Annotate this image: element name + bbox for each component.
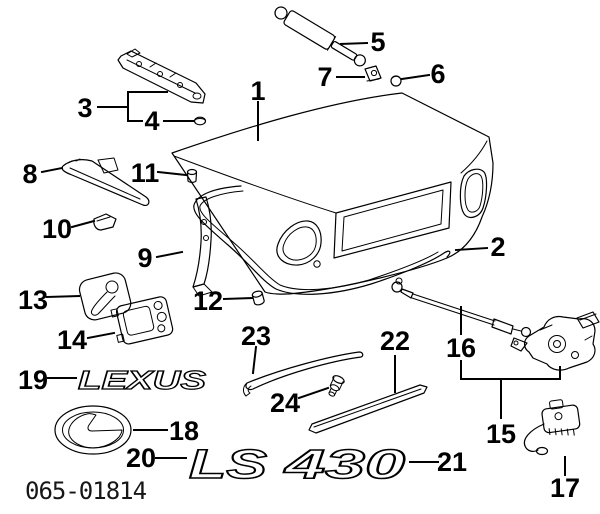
callout-7: 7: [317, 62, 332, 92]
callout-10: 10: [42, 214, 72, 244]
part-3-hinge-bracket: [117, 48, 206, 104]
part-14-lock-housing: [110, 296, 174, 345]
callout-12: 12: [193, 286, 223, 316]
leader-24: [297, 386, 330, 400]
part-10-clip: [93, 213, 117, 231]
callout-20: 20: [126, 443, 156, 473]
part-2-weatherstrip: [193, 185, 451, 295]
part-1-trunk-lid: [171, 92, 494, 295]
callout-22: 22: [380, 326, 410, 356]
leader-13: [45, 294, 81, 299]
part-24-clip: [328, 375, 345, 397]
part-12-grommet: [251, 290, 265, 306]
leader-3: [97, 91, 168, 122]
part-4-bolt: [193, 116, 207, 126]
part-18-lexus-emblem: [54, 405, 132, 455]
callout-2: 2: [490, 232, 505, 262]
callout-18: 18: [169, 416, 199, 446]
callout-9: 9: [137, 243, 152, 273]
part-23-molding: [243, 351, 364, 397]
part-22-molding: [308, 384, 428, 434]
part-20-ls-badge: LS: [189, 441, 267, 487]
part-5-gas-strut: [274, 6, 366, 67]
part-17-switch-with-wire: [523, 399, 581, 456]
leader-2: [454, 246, 489, 252]
callout-6: 6: [430, 59, 445, 89]
part-13-gasket: [78, 272, 132, 321]
leader-14: [86, 331, 116, 340]
part-9-hinge-arm: [192, 196, 213, 297]
leader-9: [155, 250, 184, 259]
callout-15: 15: [486, 419, 516, 449]
callout-16: 16: [446, 333, 476, 363]
leader-12: [222, 296, 254, 301]
callout-8: 8: [22, 159, 37, 189]
callout-13: 13: [18, 285, 48, 315]
part-11-grommet: [186, 168, 198, 183]
part-7-clip: [364, 65, 382, 82]
callout-23: 23: [241, 321, 271, 351]
callout-4: 4: [144, 106, 159, 136]
part-19-lexus-wordmark: LEXUS: [78, 365, 207, 395]
part-8-hinge-arm: [61, 157, 150, 206]
callout-19: 19: [18, 365, 48, 395]
callout-1: 1: [250, 76, 265, 106]
part-16-release-cable: [391, 281, 532, 338]
diagram-code: 065-01814: [25, 477, 147, 505]
leader-5: [339, 41, 369, 46]
leader-6: [400, 73, 431, 81]
part-6-clip: [390, 75, 402, 87]
callout-5: 5: [370, 27, 385, 57]
callout-14: 14: [57, 325, 87, 355]
leader-8: [40, 166, 64, 174]
callout-21: 21: [437, 447, 467, 477]
leader-11: [156, 170, 188, 177]
callout-11: 11: [131, 158, 160, 188]
leader-23: [251, 345, 258, 375]
part-21-430-badge: 430: [283, 441, 405, 487]
part-15-latch-assembly: [510, 311, 600, 371]
leader-10: [70, 219, 96, 229]
leader-15: [460, 366, 561, 419]
callout-3: 3: [77, 93, 92, 123]
callout-17: 17: [550, 473, 580, 503]
callout-24: 24: [270, 388, 300, 418]
